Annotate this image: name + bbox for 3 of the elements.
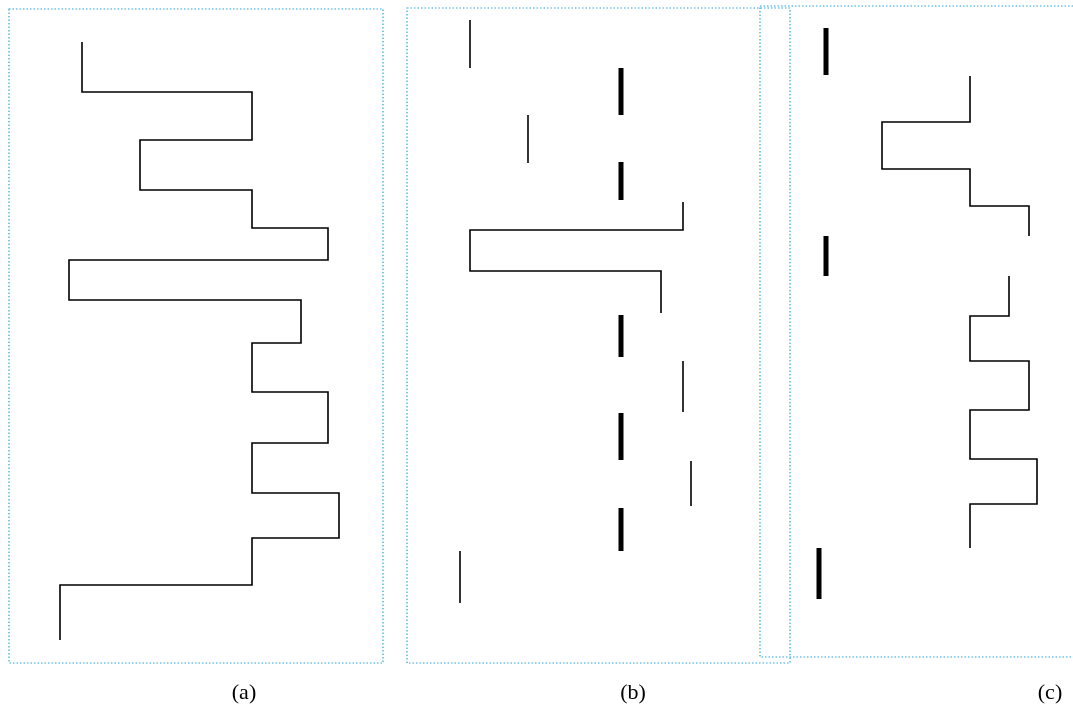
panel-label: (c) <box>1037 681 1063 703</box>
panel-label: (a) <box>231 681 257 703</box>
panel-label: (b) <box>620 681 646 703</box>
